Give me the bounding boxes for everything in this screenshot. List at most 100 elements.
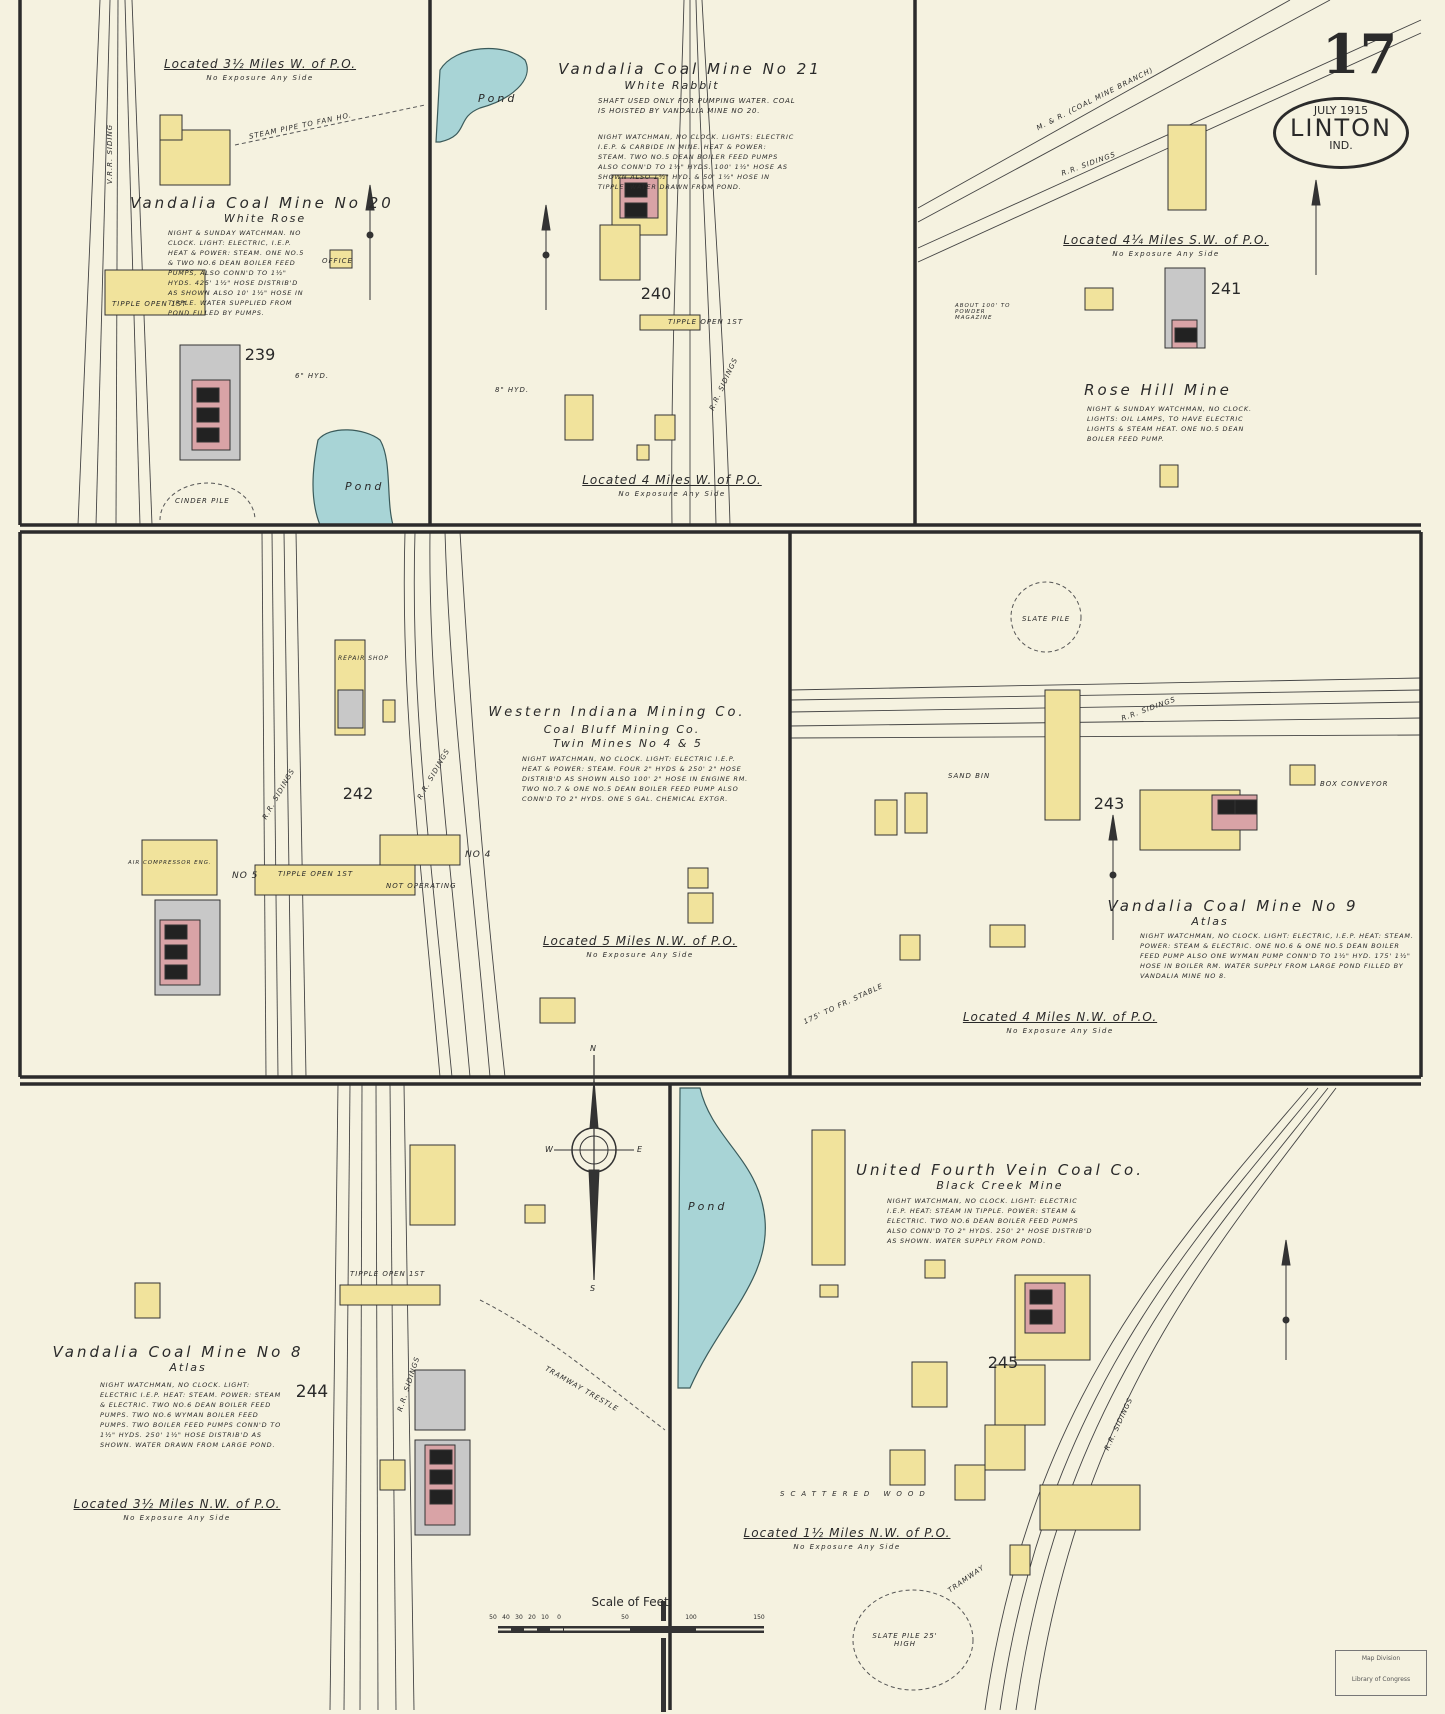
boiler-unit (1029, 1289, 1053, 1305)
mine-building (639, 314, 701, 331)
scale-tick: 50 (621, 1614, 629, 1621)
mine-building (989, 924, 1026, 948)
mine-building (329, 249, 353, 269)
rail-track (77, 0, 101, 526)
rail-track (343, 1083, 351, 1711)
mine-building (811, 1129, 846, 1266)
slate-pile-label: Slate Pile 25' High (872, 1632, 938, 1648)
scale-tick: 100 (685, 1614, 697, 1621)
mine20-location: Located 3½ Miles W. of P.O. (163, 57, 357, 71)
boiler-unit (196, 387, 220, 403)
mine-building (339, 1284, 441, 1306)
mine-building (984, 1424, 1026, 1471)
mine-building (1039, 1484, 1141, 1531)
ponds (312, 47, 766, 1389)
mine9-location: Located 4 Miles N.W. of P.O. (962, 1010, 1158, 1024)
boiler-unit (624, 202, 648, 218)
mine-building (1009, 1544, 1031, 1576)
mine9-exposure: No Exposure Any Side (1006, 1027, 1114, 1035)
mine-building (911, 1361, 948, 1408)
mine-building (687, 867, 709, 889)
mine-building (654, 414, 676, 441)
mine-building (254, 864, 416, 896)
rail-track (271, 531, 279, 1078)
rail-track (999, 1087, 1319, 1711)
rail-track (283, 531, 293, 1078)
twinmines-subtitle2: Twin Mines No 4 & 5 (553, 737, 703, 750)
boiler-unit (164, 944, 188, 960)
pond-label: Pond (688, 1200, 728, 1213)
mine-building (134, 1282, 161, 1319)
compass-north: N (590, 1044, 597, 1053)
mine20-title: Vandalia Coal Mine No 20 (130, 194, 394, 212)
rail-track (789, 717, 1422, 727)
hydrant-label: 6" Hyd. (295, 372, 330, 380)
mine-building (889, 1449, 926, 1486)
boiler-unit (429, 1489, 453, 1505)
mine20-notes: Night & Sunday watchman. No clock. Light… (168, 229, 305, 317)
mine-building (379, 1459, 406, 1491)
twinmines-subtitle: Coal Bluff Mining Co. (543, 723, 701, 736)
twinmines-exposure: No Exposure Any Side (586, 951, 694, 959)
cinder-pile-label: Cinder Pile (175, 497, 230, 505)
rail-track (789, 689, 1422, 701)
mine-building (141, 839, 218, 896)
siding-label: V.R.R. Siding (106, 123, 115, 185)
mine-building (1159, 464, 1179, 488)
rail-track (789, 701, 1422, 713)
rail-track (95, 0, 111, 526)
boiler-unit (624, 182, 648, 198)
mine20-exposure: No Exposure Any Side (206, 74, 314, 82)
blackcreek-notes: Night watchman, no clock. Light: Electri… (887, 1197, 1093, 1245)
boiler-unit (429, 1469, 453, 1485)
rail-track (403, 1083, 415, 1711)
dashed-features (159, 104, 1082, 1691)
mine-building (539, 997, 576, 1024)
rosehill-title: Rose Hill Mine (1084, 381, 1232, 399)
rail-track (695, 0, 717, 526)
rail-track (671, 0, 685, 526)
blackcreek-number: 245 (987, 1353, 1019, 1372)
mine21-number: 240 (640, 284, 672, 303)
blackcreek-subtitle: Black Creek Mine (936, 1179, 1064, 1192)
compass-east: E (637, 1145, 644, 1154)
pond-label: Pond (345, 480, 385, 493)
mine8-title: Vandalia Coal Mine No 8 (52, 1343, 304, 1361)
compass-rose (554, 1055, 634, 1281)
scale-bar (498, 1601, 764, 1712)
stamp-line-2: Library of Congress (1351, 1676, 1411, 1683)
mine9-title: Vandalia Coal Mine No 9 (1107, 897, 1359, 915)
mine21-notes: Night watchman, no clock. Lights: Electr… (598, 133, 795, 191)
rosehill-exposure: No Exposure Any Side (1112, 250, 1220, 258)
rail-track (429, 531, 471, 1078)
mine20-number: 239 (244, 345, 276, 364)
mine9-notes: Night watchman, no clock. Light: Electri… (1140, 932, 1414, 980)
pond-mine21 (435, 47, 528, 143)
mine9-subtitle: Atlas (1191, 915, 1229, 928)
hydrant-label: 8" Hyd. (495, 386, 530, 394)
boiler-unit (164, 964, 188, 980)
twinmines-location: Located 5 Miles N.W. of P.O. (542, 934, 738, 948)
mine20-subtitle: White Rose (223, 212, 307, 225)
mine21-title: Vandalia Coal Mine No 21 (558, 60, 822, 78)
rail-track (917, 0, 1291, 209)
mine-building (687, 892, 714, 924)
scale-tick: 50 (489, 1614, 497, 1621)
boiler-unit (1234, 799, 1258, 815)
mine-building (599, 224, 641, 281)
scale-tick: 20 (528, 1614, 536, 1621)
rail-track (413, 531, 453, 1078)
rosehill-location: Located 4¼ Miles S.W. of P.O. (1063, 233, 1269, 247)
sand-bin-label: Sand Bin (948, 772, 991, 780)
mine8-notes: Night watchman, no clock. Light: Electri… (100, 1381, 282, 1449)
twinmines-notes: Night watchman, no clock. Light: Electri… (522, 755, 749, 803)
rail-track (261, 531, 267, 1078)
mine-building (636, 444, 650, 461)
no4-label: No 4 (465, 850, 492, 860)
rail-track (789, 677, 1422, 691)
mine-building (564, 394, 594, 441)
boiler-unit (1029, 1309, 1053, 1325)
mine-building (819, 1284, 839, 1298)
mine-building (874, 799, 898, 836)
